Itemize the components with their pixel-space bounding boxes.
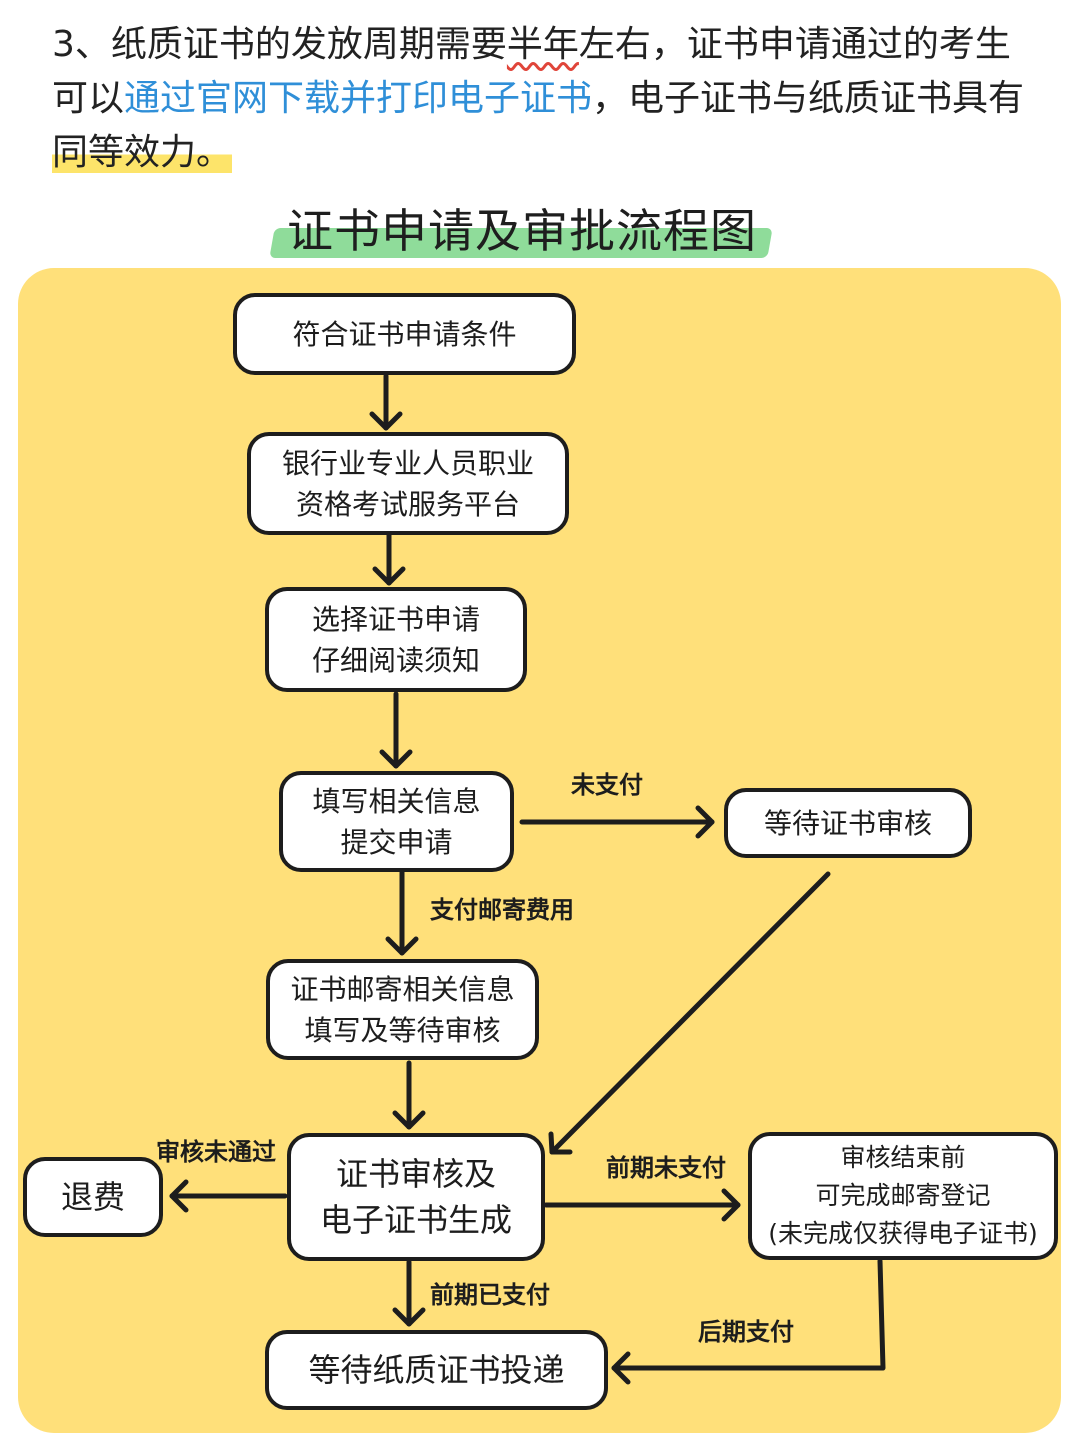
intro-text-2: 左右，证书申请通过的考生可以 — [52, 24, 1011, 119]
node-review-generate-line1: 证书审核及 — [335, 1155, 496, 1193]
arrowhead-n6-n7 — [392, 1110, 426, 1130]
arrowhead-n1-n2 — [369, 411, 403, 431]
flowchart-title: 证书申请及审批流程图 — [287, 204, 757, 258]
intro-paragraph: 3、纸质证书的发放周期需要半年左右，证书申请通过的考生可以通过官网下载并打印电子… — [52, 18, 1042, 180]
node-await-review-line1: 等待证书审核 — [763, 806, 932, 840]
node-mail-registration-line2: 可完成邮寄登记 — [815, 1181, 991, 1210]
label-later-paid: 后期支付 — [698, 1318, 794, 1346]
node-review-generate: 证书审核及 电子证书生成 — [287, 1133, 545, 1261]
intro-highlight-text: 同等效力。 — [52, 132, 233, 173]
node-review-generate-line2: 电子证书生成 — [319, 1201, 512, 1239]
arrowhead-n7-n10 — [392, 1307, 426, 1327]
label-unpaid: 未支付 — [571, 771, 643, 799]
node-mail-registration-line1: 审核结束前 — [840, 1143, 966, 1172]
node-mailing-info-line1: 证书邮寄相关信息 — [290, 972, 515, 1006]
node-await-delivery-line1: 等待纸质证书投递 — [308, 1351, 565, 1389]
node-fill-info-line1: 填写相关信息 — [312, 784, 481, 818]
node-fill-info-line2: 提交申请 — [340, 825, 453, 859]
node-await-delivery: 等待纸质证书投递 — [265, 1330, 608, 1410]
node-mailing-info-line2: 填写及等待审核 — [304, 1013, 501, 1047]
node-exam-platform-line2: 资格考试服务平台 — [295, 487, 520, 521]
arrowhead-n9-n10 — [611, 1351, 631, 1385]
arrowhead-n2-n3 — [372, 566, 406, 586]
arrow-n9-n10 — [611, 1258, 886, 1371]
node-eligibility-line1: 符合证书申请条件 — [292, 317, 517, 351]
node-refund: 退费 — [23, 1157, 163, 1237]
intro-text-3: ，电子证书与纸质证书具有 — [592, 78, 1025, 119]
intro-text-1: 3、纸质证书的发放周期需要 — [52, 24, 507, 65]
label-prior-paid: 前期已支付 — [430, 1281, 550, 1309]
flowchart-title-wrap: 证书申请及审批流程图 — [269, 198, 773, 268]
node-exam-platform: 银行业专业人员职业 资格考试服务平台 — [247, 432, 569, 535]
label-pay-postage: 支付邮寄费用 — [430, 896, 574, 924]
node-mail-registration-line3: (未完成仅获得电子证书) — [768, 1219, 1038, 1248]
label-audit-failed: 审核未通过 — [156, 1138, 276, 1166]
arrow-n5-n7 — [549, 871, 831, 1155]
arrowhead-n4-n6 — [385, 936, 419, 956]
arrowhead-n4-n5 — [695, 805, 715, 839]
node-fill-info: 填写相关信息 提交申请 — [279, 771, 514, 872]
node-select-application-line2: 仔细阅读须知 — [311, 643, 480, 677]
arrowhead-n7-n9 — [721, 1188, 741, 1222]
arrowhead-n5-n7 — [548, 1131, 573, 1155]
node-eligibility: 符合证书申请条件 — [233, 293, 576, 375]
arrowhead-n3-n4 — [379, 749, 413, 769]
node-await-review: 等待证书审核 — [724, 788, 972, 858]
intro-link-text: 通过官网下载并打印电子证书 — [124, 78, 593, 119]
node-select-application-line1: 选择证书申请 — [311, 602, 480, 636]
node-exam-platform-line1: 银行业专业人员职业 — [281, 446, 534, 480]
node-mailing-info: 证书邮寄相关信息 填写及等待审核 — [266, 959, 539, 1060]
node-select-application: 选择证书申请 仔细阅读须知 — [265, 587, 527, 692]
label-prior-unpaid: 前期未支付 — [606, 1154, 726, 1182]
arrowhead-n7-n8 — [169, 1179, 189, 1213]
node-refund-line1: 退费 — [60, 1178, 125, 1216]
node-mail-registration: 审核结束前 可完成邮寄登记 (未完成仅获得电子证书) — [748, 1132, 1058, 1260]
intro-wavy-text: 半年 — [506, 24, 579, 65]
